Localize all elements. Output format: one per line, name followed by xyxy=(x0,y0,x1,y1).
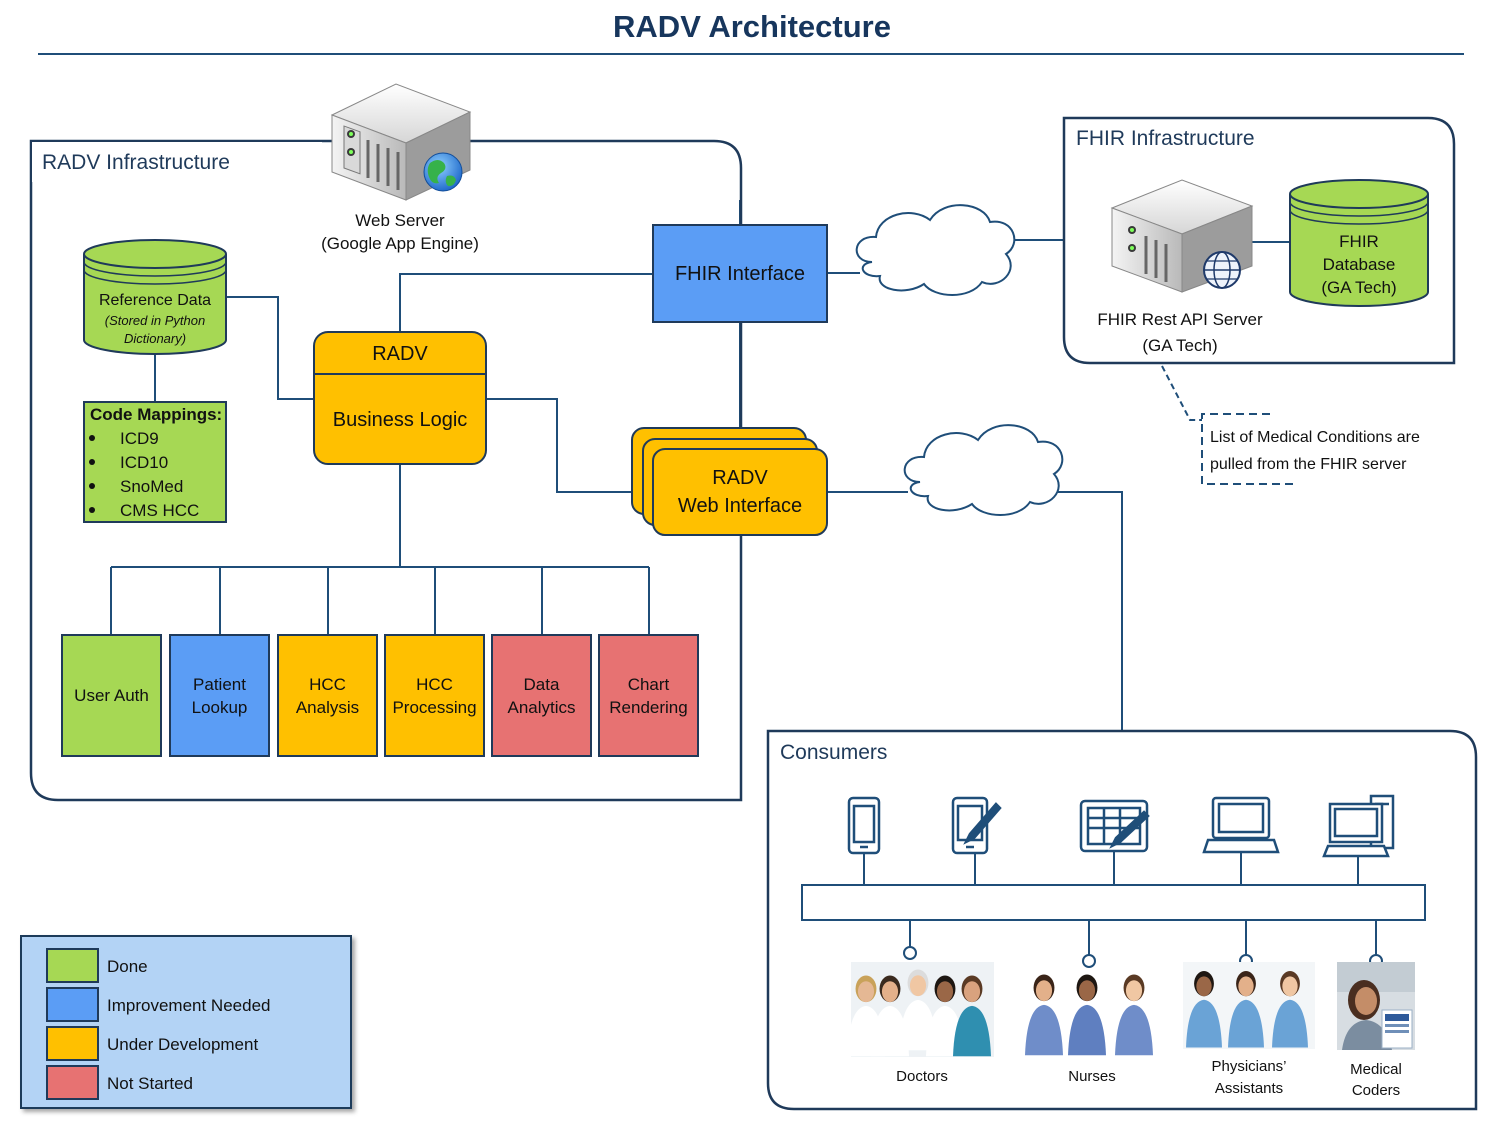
fhir-database-label-2: Database xyxy=(1323,255,1396,274)
refdata-logic-connector xyxy=(226,296,314,400)
code-mapping-item: ICD9 xyxy=(120,429,159,448)
radv-web-interface-stack xyxy=(631,427,828,536)
consumers-label: Consumers xyxy=(780,741,887,764)
web-server-label: Web Server xyxy=(355,211,445,230)
tablet-spreadsheet-icon xyxy=(1079,799,1150,853)
module-box xyxy=(598,634,699,757)
bullet-icon xyxy=(89,483,95,489)
module-label: Lookup xyxy=(192,698,248,717)
fhir-interface-box xyxy=(652,224,828,323)
fhir-infrastructure-label: FHIR Infrastructure xyxy=(1076,127,1255,150)
module-label: Patient xyxy=(193,675,246,694)
reference-data-note-1: (Stored in Python xyxy=(105,313,205,328)
fhir-server-icon xyxy=(1110,179,1254,293)
legend-label: Not Started xyxy=(107,1074,193,1093)
module-box xyxy=(491,634,592,757)
logic-webinterface-connector xyxy=(486,398,632,493)
fhir-infrastructure-frame xyxy=(1062,116,1456,365)
device-bus xyxy=(801,884,1426,921)
radv-infrastructure-frame xyxy=(29,139,743,802)
reference-data-note-2: Dictionary) xyxy=(124,331,186,346)
medical-coders-label-2: Coders xyxy=(1352,1082,1400,1099)
bullet-icon xyxy=(89,507,95,513)
fhir-database-icon xyxy=(1289,179,1429,307)
nurses-label: Nurses xyxy=(1068,1068,1116,1085)
code-mappings-list: ICD9 ICD10 SnoMed CMS HCC xyxy=(89,429,199,520)
physicians-assistants-label-2: Assistants xyxy=(1215,1080,1283,1097)
cloud-icon xyxy=(855,204,1016,296)
consumers-frame xyxy=(766,729,1478,1111)
legend-label: Done xyxy=(107,957,148,976)
radv-infrastructure-label: RADV Infrastructure xyxy=(42,151,230,174)
business-logic-header: RADV xyxy=(372,343,428,365)
web-server-icon xyxy=(330,83,472,201)
web-interface-label-2: Web Interface xyxy=(678,495,802,517)
note-text-1: List of Medical Conditions are xyxy=(1210,429,1420,446)
module-box xyxy=(61,634,162,757)
tablet-pen-icon xyxy=(951,796,1002,855)
fhir-interface-label: FHIR Interface xyxy=(675,263,805,285)
bullet-icon xyxy=(89,459,95,465)
bullet-icon xyxy=(89,435,95,441)
module-box xyxy=(169,634,270,757)
web-server-sublabel: (Google App Engine) xyxy=(321,234,479,253)
code-mappings-box xyxy=(83,401,227,523)
code-mapping-item: SnoMed xyxy=(120,477,183,496)
module-box xyxy=(384,634,485,757)
module-box xyxy=(277,634,378,757)
code-mapping-item: ICD10 xyxy=(120,453,168,472)
web-interface-label-1: RADV xyxy=(712,467,768,489)
legend-swatch xyxy=(46,1026,99,1061)
fhir-database-label-3: (GA Tech) xyxy=(1321,278,1396,297)
radv-infra-label-bg xyxy=(32,142,322,182)
radv-business-logic-box xyxy=(313,331,487,465)
diagram-title: RADV Architecture xyxy=(613,9,891,44)
code-mappings-title: Code Mappings: xyxy=(90,405,222,424)
module-label: Chart xyxy=(628,675,670,694)
laptop-icon xyxy=(1202,796,1280,854)
doctors-photo xyxy=(847,962,994,1057)
nurses-photo xyxy=(1025,974,1153,1056)
doctors-label: Doctors xyxy=(896,1068,948,1085)
fhir-server-sublabel: (GA Tech) xyxy=(1142,336,1217,355)
reference-data-label: Reference Data xyxy=(99,292,211,309)
cloud-icon xyxy=(903,424,1064,516)
note-text-2: pulled from the FHIR server xyxy=(1210,456,1407,473)
fhir-database-label-1: FHIR xyxy=(1339,232,1379,251)
physicians-assistants-photo xyxy=(1183,962,1315,1049)
business-logic-label: Business Logic xyxy=(333,409,468,431)
logic-fhir-connector xyxy=(399,273,653,332)
module-label: Analytics xyxy=(507,698,575,717)
legend-label: Improvement Needed xyxy=(107,996,270,1015)
module-label: Rendering xyxy=(609,698,687,717)
legend-swatch xyxy=(46,948,99,983)
physicians-assistants-label-1: Physicians’ xyxy=(1211,1058,1286,1075)
legend-swatch xyxy=(46,987,99,1022)
module-label: Processing xyxy=(392,698,476,717)
note-bracket xyxy=(1201,413,1294,485)
reference-data-database-icon xyxy=(83,239,227,355)
desktop-computer-icon xyxy=(1322,794,1395,858)
module-label: Data xyxy=(524,675,560,694)
legend-swatch xyxy=(46,1065,99,1100)
cloud-consumers-connector xyxy=(1032,491,1123,731)
module-label: HCC xyxy=(309,675,346,694)
fhir-server-label: FHIR Rest API Server xyxy=(1097,310,1263,329)
note-connector xyxy=(1161,365,1202,421)
connectors xyxy=(110,200,1290,731)
code-mapping-item: CMS HCC xyxy=(120,501,199,520)
module-label: Analysis xyxy=(296,698,359,717)
module-label: User Auth xyxy=(74,686,149,705)
legend-label: Under Development xyxy=(107,1035,258,1054)
medical-coders-label-1: Medical xyxy=(1350,1061,1402,1078)
medical-coders-photo xyxy=(1337,962,1415,1050)
module-label: HCC xyxy=(416,675,453,694)
smartphone-icon xyxy=(847,796,881,855)
